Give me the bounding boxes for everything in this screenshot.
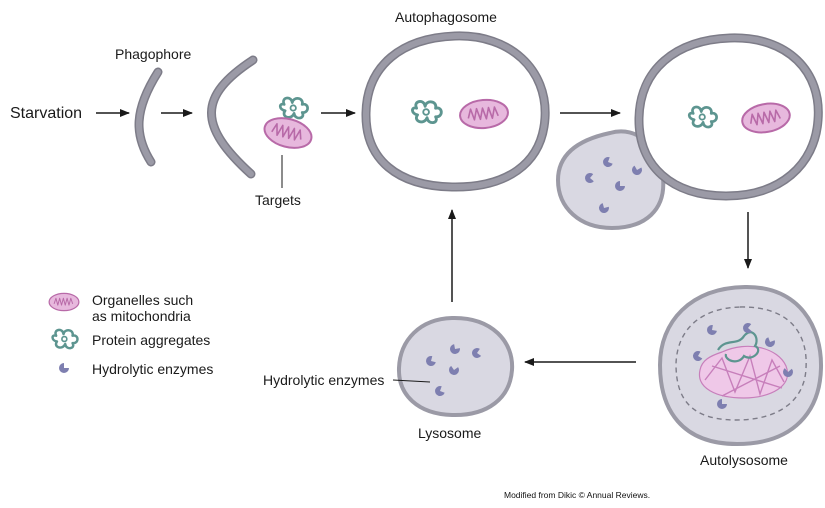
legend-protein-aggregate-icon bbox=[51, 328, 79, 350]
autophagosome-label: Autophagosome bbox=[395, 9, 497, 25]
degrading-aggregates bbox=[717, 331, 760, 363]
legend-mitochondrion-icon bbox=[48, 292, 80, 312]
starvation-label: Starvation bbox=[10, 105, 82, 122]
legend: Organelles such as mitochondria Protein … bbox=[48, 292, 213, 377]
legend-enzyme-icon bbox=[59, 363, 69, 373]
degrading-membrane bbox=[675, 306, 807, 421]
legend-protein-aggregates: Protein aggregates bbox=[92, 332, 210, 348]
legend-organelles-line1: Organelles such bbox=[92, 292, 193, 308]
protein-aggregate-target bbox=[278, 96, 309, 120]
targets-label: Targets bbox=[255, 192, 301, 208]
legend-organelles-line2: as mitochondria bbox=[92, 308, 191, 324]
lysosome-enzymes-pointer bbox=[392, 379, 431, 383]
legend-hydrolytic-enzymes: Hydrolytic enzymes bbox=[92, 361, 213, 377]
lysosome-enzymes-label: Hydrolytic enzymes bbox=[263, 372, 384, 388]
credit-line: Modified from Dikic © Annual Reviews. bbox=[504, 490, 650, 500]
phagophore-label: Phagophore bbox=[115, 46, 192, 62]
lysosome-label: Lysosome bbox=[418, 425, 482, 441]
autolysosome-label: Autolysosome bbox=[700, 452, 788, 468]
mitochondrion-target bbox=[260, 112, 316, 154]
lysosome bbox=[396, 315, 515, 418]
